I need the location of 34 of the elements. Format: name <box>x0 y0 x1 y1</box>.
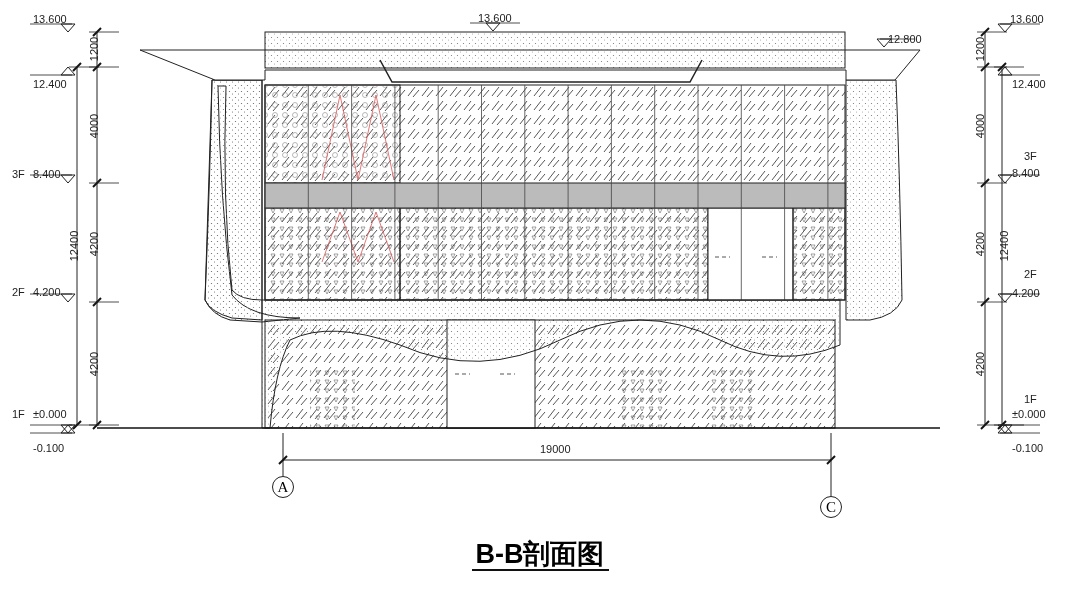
grid-axis-bubble: A <box>272 476 294 498</box>
elevation-text: 4.200 <box>33 286 61 298</box>
dimension-text: 12400 <box>997 230 1010 262</box>
dimension-text: 4200 <box>974 231 987 257</box>
grid-axis-bubble: C <box>820 496 842 518</box>
elevation-text: 1F <box>1024 393 1037 405</box>
elevation-text: 1F <box>12 408 25 420</box>
elevation-text: 12.400 <box>1012 78 1046 90</box>
elevation-text: 8.400 <box>1012 167 1040 179</box>
elevation-text: ±0.000 <box>1012 408 1046 420</box>
elevation-text: 12.400 <box>33 78 67 90</box>
dimension-text: 4200 <box>974 351 987 377</box>
elevation-text: 13.600 <box>478 12 512 24</box>
elevation-text: 12.800 <box>888 33 922 45</box>
elevation-text: 13.600 <box>1010 13 1044 25</box>
elevation-text: -0.100 <box>1012 442 1044 454</box>
drawing-title: B-B剖面图 <box>471 539 609 571</box>
dimension-text: 4200 <box>88 351 101 377</box>
elevation-text: 3F <box>12 168 25 180</box>
elevation-text: 8.400 <box>33 168 61 180</box>
dimension-text: 1200 <box>88 36 101 62</box>
elevation-text: -0.100 <box>33 442 65 454</box>
dimension-text: 12400 <box>67 230 80 262</box>
elevation-text: 2F <box>12 286 25 298</box>
elevation-text: 4.200 <box>1012 287 1040 299</box>
dimension-text: 4200 <box>88 231 101 257</box>
elevation-text: 3F <box>1024 150 1037 162</box>
dimension-text: 4000 <box>88 113 101 139</box>
dimension-text: 1200 <box>974 36 987 62</box>
elevation-text: 13.600 <box>33 13 67 25</box>
elevation-text: ±0.000 <box>33 408 67 420</box>
dimension-text: 4000 <box>974 113 987 139</box>
dimension-text: 19000 <box>540 443 571 455</box>
elevation-text: 2F <box>1024 268 1037 280</box>
